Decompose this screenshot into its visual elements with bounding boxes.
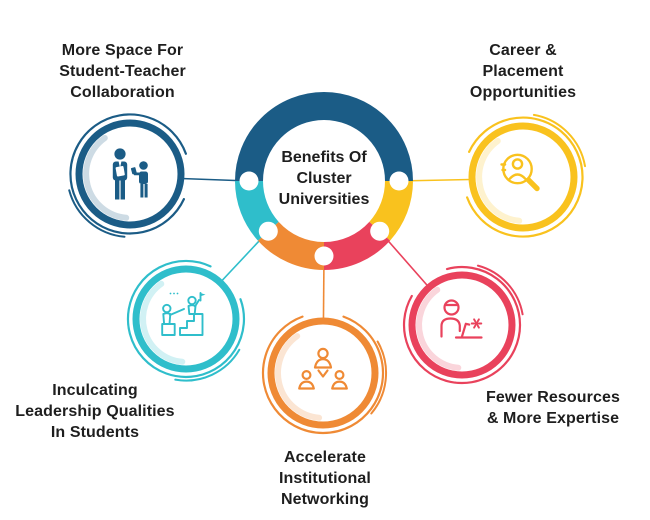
accent-arc: [174, 348, 241, 382]
node-circle-expertise: [402, 264, 524, 385]
hub-dot: [314, 246, 334, 266]
hub-connector-dots: [239, 171, 409, 266]
label-expertise: Fewer Resources & More Expertise: [458, 387, 648, 429]
label-line: More Space For: [61, 42, 184, 59]
inner-shade-arc: [140, 280, 186, 365]
label-line: Inculcating: [52, 382, 138, 399]
hub-title-line: Universities: [278, 191, 370, 208]
hub-dot: [370, 221, 390, 241]
main-ring: [408, 271, 516, 379]
label-line: & More Expertise: [486, 410, 620, 427]
hub-dot: [239, 171, 259, 191]
label-career: Career & Placement Opportunities: [425, 40, 621, 103]
node-circle-networking: [261, 315, 388, 435]
label-line: Accelerate: [284, 449, 366, 466]
teacher-student-icon: [112, 148, 148, 200]
outer-swoosh-arc: [69, 113, 187, 235]
inner-shade-arc: [416, 286, 462, 371]
inner-shade-arc: [83, 135, 130, 221]
accent-arc: [68, 189, 126, 238]
accent-arc: [476, 264, 524, 316]
label-line: Collaboration: [70, 84, 175, 101]
people-network-icon: [298, 347, 348, 390]
main-ring: [132, 265, 240, 373]
label-line: Opportunities: [469, 84, 577, 101]
outer-swoosh-arc: [126, 259, 246, 379]
label-line: Institutional: [279, 470, 371, 487]
hub-dot: [258, 221, 278, 241]
node-circle-career: [466, 113, 586, 238]
hub-title-line: Cluster: [296, 170, 352, 187]
outer-swoosh-arc: [466, 116, 584, 238]
label-leadership: Inculcating Leadership Qualities In Stud…: [0, 380, 190, 443]
leadership-stairs-icon: [161, 292, 206, 336]
hub-dot: [389, 171, 409, 191]
label-networking: Accelerate Institutional Networking: [240, 447, 410, 510]
inner-shade-arc: [275, 333, 323, 421]
label-line: Leadership Qualities: [15, 403, 175, 420]
node-circle-collaboration: [68, 113, 187, 238]
accent-arc: [370, 340, 388, 415]
person-laptop-gear-icon: [440, 299, 483, 339]
hub-segment-collaboration: [235, 92, 413, 182]
main-ring: [267, 317, 379, 429]
label-line: Placement: [482, 63, 564, 80]
outer-swoosh-arc: [402, 265, 522, 385]
hub-title: Benefits Of Cluster Universities: [259, 147, 389, 210]
outer-swoosh-arc: [261, 315, 385, 435]
label-line: In Students: [50, 424, 140, 441]
main-ring: [75, 119, 185, 229]
inner-shade-arc: [476, 138, 523, 224]
hub-title-line: Benefits Of: [281, 149, 367, 166]
label-line: Student-Teacher: [59, 63, 186, 80]
node-circle-leadership: [126, 259, 246, 382]
label-collaboration: More Space For Student-Teacher Collabora…: [20, 40, 225, 103]
accent-arc: [532, 113, 586, 168]
label-line: Career &: [489, 42, 557, 59]
person-search-icon: [500, 153, 540, 192]
label-line: Networking: [280, 491, 370, 508]
label-line: Fewer Resources: [485, 389, 620, 406]
